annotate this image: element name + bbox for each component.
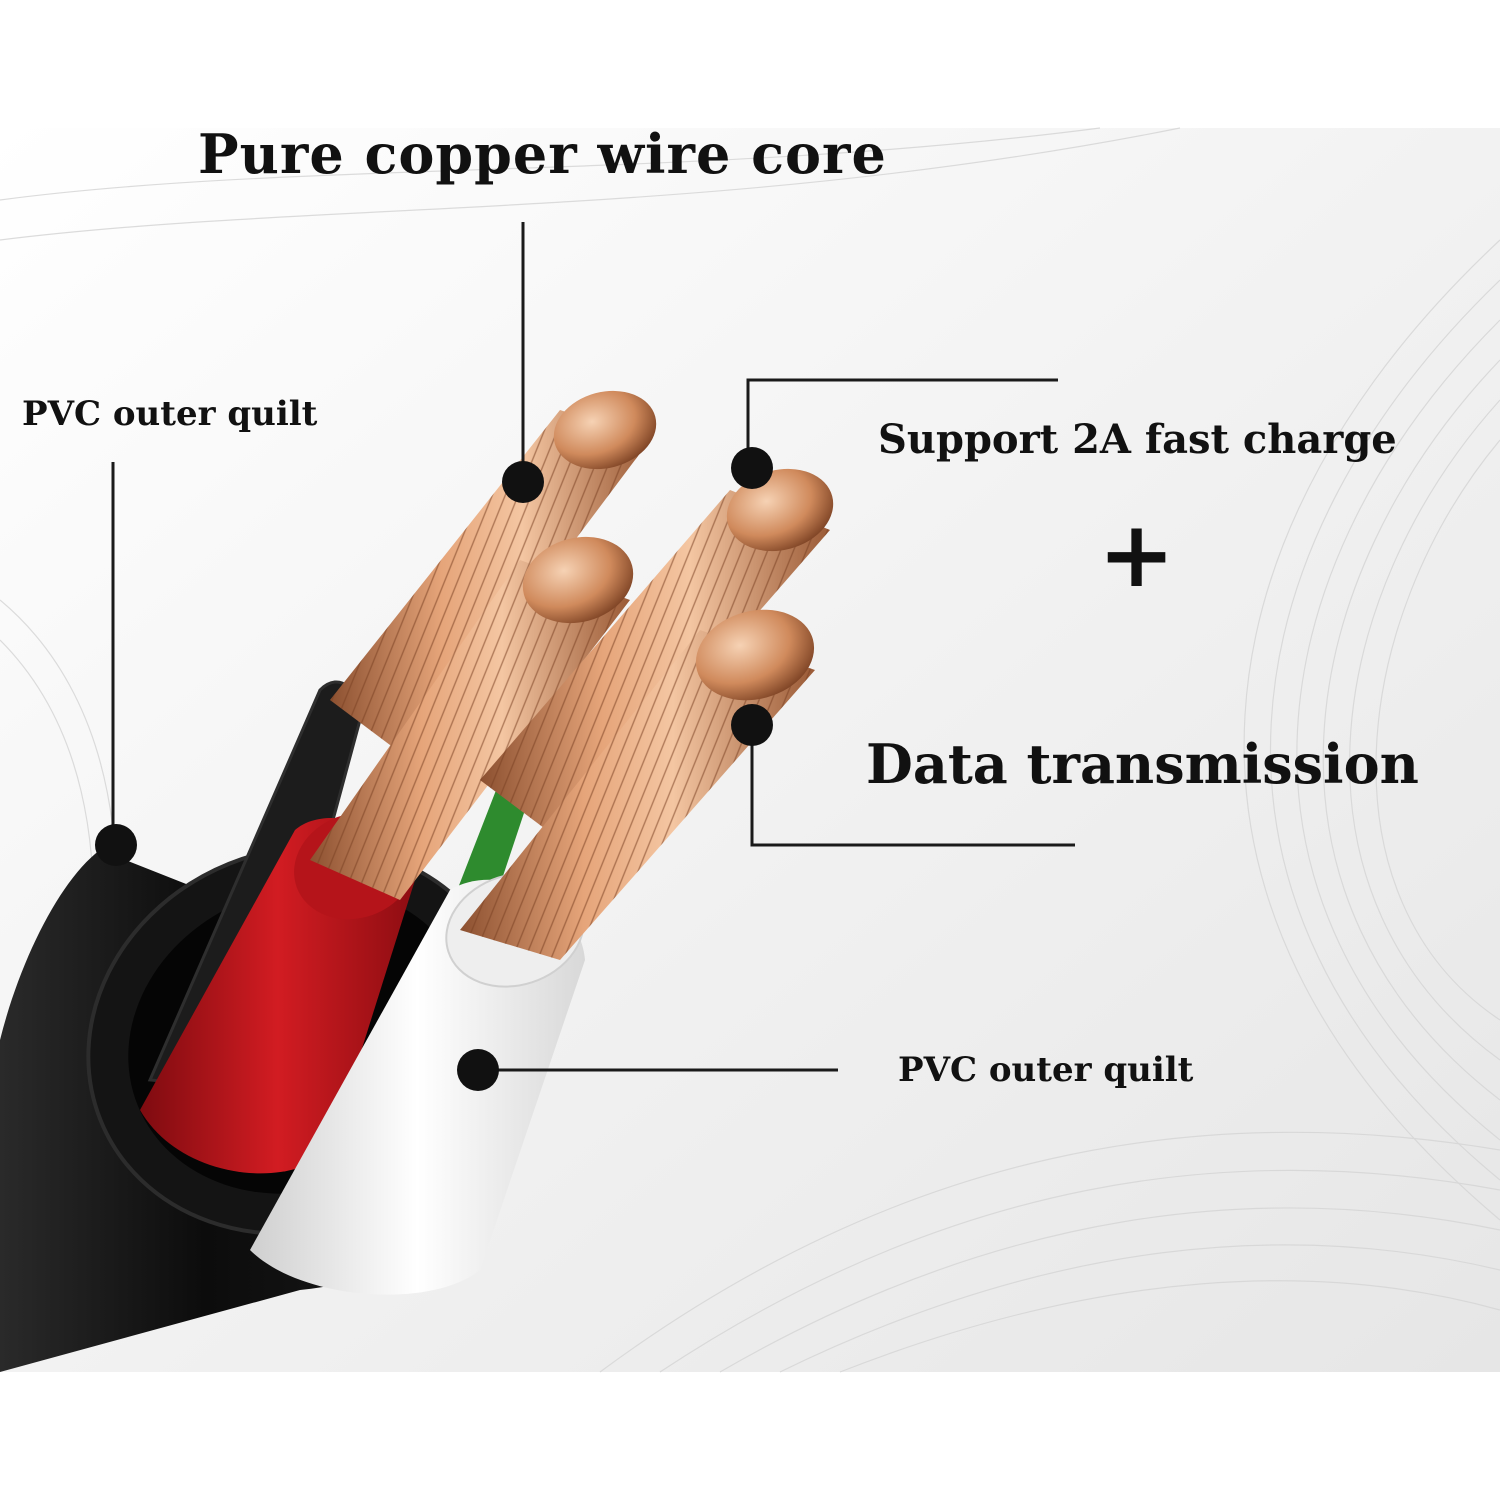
leader-data	[750, 725, 1075, 847]
label-pvc-outer-quilt-left: PVC outer quilt	[22, 394, 318, 434]
copper-bundle-3	[480, 468, 834, 840]
leader-lines	[111, 222, 1075, 1072]
background-swoosh-lines	[0, 127, 1500, 1373]
copper-bundle-2	[310, 536, 634, 900]
label-support-2a-fast-charge: Support 2A fast charge	[878, 416, 1397, 463]
leader-dots	[95, 447, 773, 1091]
dot-data	[731, 704, 773, 746]
dot-core	[502, 461, 544, 503]
label-plus: +	[1098, 500, 1176, 608]
cable	[0, 390, 834, 1372]
dot-pvc-left	[95, 824, 137, 866]
label-data-transmission: Data transmission	[866, 732, 1419, 796]
copper-bundle-1	[330, 390, 657, 760]
dot-charge	[731, 447, 773, 489]
dot-pvc-right	[457, 1049, 499, 1091]
copper-bundle-4	[460, 609, 815, 960]
leader-charge	[746, 378, 1058, 470]
label-pvc-outer-quilt-right: PVC outer quilt	[898, 1050, 1194, 1090]
label-pure-copper-wire-core: Pure copper wire core	[198, 122, 887, 186]
